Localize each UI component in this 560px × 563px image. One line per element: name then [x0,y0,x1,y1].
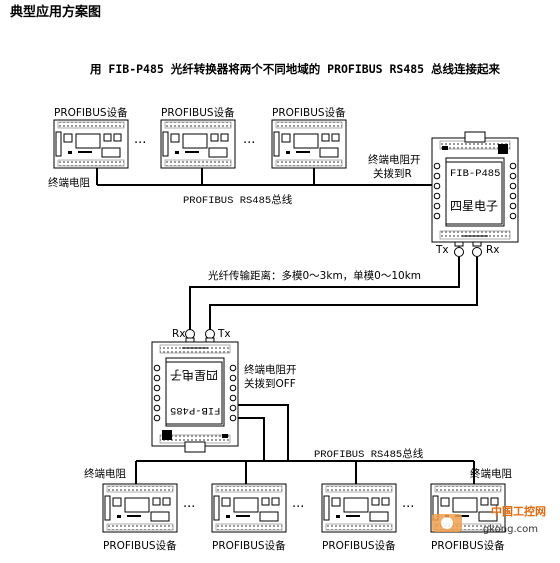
converter-bottom-rx: Rx [172,328,186,340]
bottom-terminal-left: 终端电阻 [84,468,126,480]
top-ellipsis-2: ··· [243,136,256,151]
bottom-ellipsis-2: ··· [292,500,305,515]
bottom-switch-note-2: 关拨到OFF [244,378,296,390]
watermark-brand: 中国工控网 [491,505,546,518]
bottom-device-label-1: PROFIBUS设备 [103,540,177,552]
converter-bottom-model: FIB-P485 [170,404,221,416]
top-device-label-3: PROFIBUS设备 [272,107,346,119]
bottom-terminal-right: 终端电阻 [470,468,512,480]
top-plc-2 [160,119,236,169]
bottom-bus-label: PROFIBUS RS485总线 [314,449,424,461]
bottom-switch-note-1: 终端电阻开 [244,364,297,376]
top-device-label-2: PROFIBUS设备 [161,107,235,119]
top-plc-1 [53,119,129,169]
converter-top-tx: Tx [436,244,449,256]
converter-bottom-tx: Tx [218,328,231,340]
converter-top-ports [454,241,482,257]
top-plc-3 [271,119,347,169]
top-terminal-label: 终端电阻 [48,177,90,189]
converter-bottom-ports [185,329,215,343]
converter-top-brand: 四星电子 [450,199,499,213]
bottom-device-label-3: PROFIBUS设备 [322,540,396,552]
bottom-device-label-2: PROFIBUS设备 [212,540,286,552]
watermark-logo [432,514,462,532]
fiber-line-2 [209,257,478,331]
converter-bottom-brand: 四星电子 [170,368,219,382]
diagram-subtitle: 用 FIB-P485 光纤转换器将两个不同地域的 PROFIBUS RS485 … [90,62,501,76]
converter-top-rx: Rx [486,244,500,256]
top-device-label-1: PROFIBUS设备 [54,107,128,119]
bottom-plc-2 [211,483,287,533]
watermark-url: gkong.com [482,524,538,535]
bottom-ellipsis-3: ··· [402,500,415,515]
top-switch-note-2: 关拨到R [373,168,412,180]
top-bus-label: PROFIBUS RS485总线 [183,195,293,207]
converter-top-model: FIB-P485 [450,168,501,180]
bottom-plc-3 [321,483,397,533]
bottom-ellipsis-1: ··· [183,500,196,515]
top-ellipsis-1: ··· [134,136,147,151]
top-switch-note-1: 终端电阻开 [368,154,421,166]
bottom-device-label-4: PROFIBUS设备 [431,540,505,552]
page-heading: 典型应用方案图 [10,5,102,20]
bottom-plc-1 [102,483,178,533]
fiber-line-1 [189,257,460,331]
fiber-distance-label: 光纤传输距离：多模0～3km，单模0～10km [208,270,422,282]
